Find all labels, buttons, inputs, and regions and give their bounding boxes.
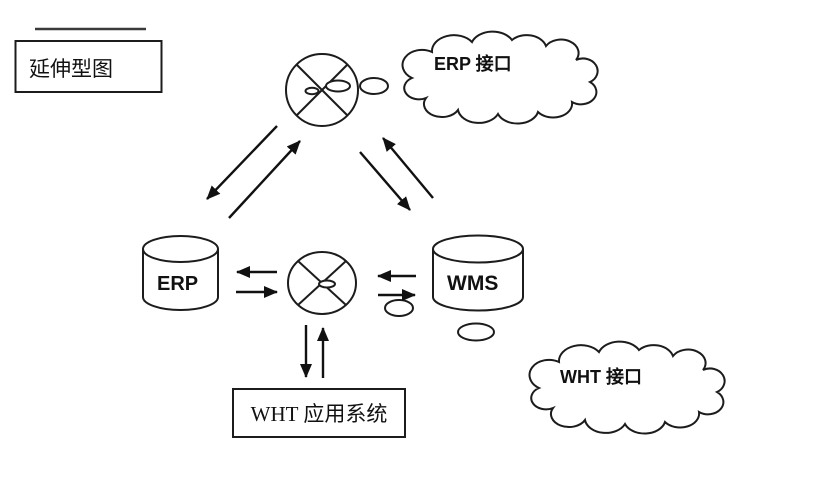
erp-interface-connector-icon	[285, 53, 359, 127]
wht-app-box	[232, 388, 406, 438]
erp-database-cylinder	[142, 235, 219, 311]
wht-interface-cloud-icon	[528, 340, 726, 435]
title-box-label: 延伸型图	[29, 57, 113, 81]
arrow-erp-to-topconnector	[228, 140, 301, 219]
wht-cloud-label: WHT 接口	[560, 366, 642, 387]
erp-db-label: ERP	[157, 273, 198, 295]
erp-interface-cloud-icon	[401, 30, 599, 125]
arrow-topconnector-to-erp	[206, 125, 278, 200]
wms-database-cylinder	[432, 234, 524, 312]
thought-bubble-lower	[457, 322, 495, 342]
thought-bubble-top	[359, 77, 389, 95]
wht-app-box-label: WHT 应用系统	[251, 402, 388, 426]
title-box	[14, 40, 163, 93]
erp-cloud-label: ERP 接口	[434, 53, 512, 74]
wms-db-label: WMS	[447, 272, 498, 295]
thought-bubble-middle	[384, 299, 414, 317]
arrow-topconnector-to-wms	[359, 151, 411, 211]
arrow-wms-to-topconnector	[382, 137, 434, 199]
wht-interface-connector-icon	[287, 251, 357, 315]
